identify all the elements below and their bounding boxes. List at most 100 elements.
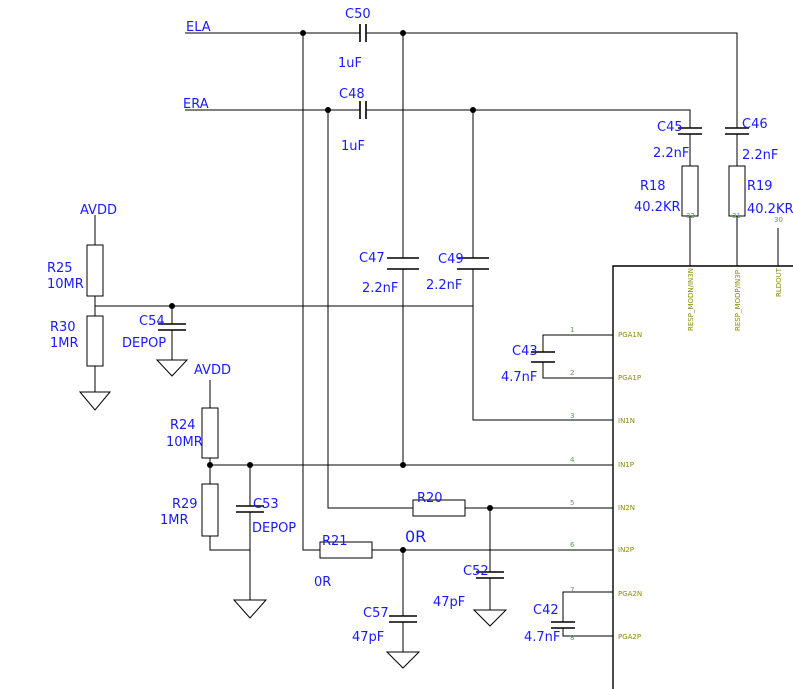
pin-name: IN2N [618, 504, 635, 512]
ref-c42: C42 [533, 603, 559, 618]
ref-r25: R25 [47, 261, 73, 276]
ground-icon [232, 599, 268, 619]
wires [94, 32, 779, 652]
capacitors [158, 24, 749, 629]
component-labels: C50 1uF C48 1uF C45 2.2nF C46 2.2nF R18 … [47, 7, 793, 645]
wire-c49 [472, 110, 613, 421]
capacitor-c50 [359, 24, 367, 42]
pin-name: RLDOUT [775, 267, 783, 297]
ic-u1 [612, 265, 793, 689]
junction-dot [400, 462, 406, 468]
resistor-r18 [681, 165, 699, 217]
pin-name: RESP_MODP/IN3P [734, 270, 742, 331]
pin-name: PGA1P [618, 374, 641, 382]
ground-icon [155, 359, 189, 377]
value-r19: 40.2KR [747, 202, 793, 217]
ground-icon [78, 391, 112, 411]
ref-c50: C50 [345, 7, 371, 22]
ref-r18: R18 [640, 179, 666, 194]
value-c53: DEPOP [252, 521, 296, 536]
value-r29: 1MR [160, 513, 189, 528]
capacitor-c53 [236, 505, 264, 513]
resistor-r20 [412, 499, 466, 517]
junction-dot [207, 462, 213, 468]
pin-number: 7 [570, 586, 574, 594]
value-c50: 1uF [338, 56, 362, 71]
net-labels: ELA ERA AVDD AVDD [80, 20, 231, 378]
ref-c46: C46 [742, 117, 768, 132]
capacitor-c47 [387, 257, 419, 270]
junction-dot [470, 107, 476, 113]
ground-icon [472, 609, 508, 627]
pin-number: 8 [570, 634, 574, 642]
value-c46: 2.2nF [742, 148, 778, 163]
wire-c43 [542, 334, 613, 379]
capacitor-c52 [476, 571, 504, 579]
value-c47: 2.2nF [362, 281, 398, 296]
value-r18: 40.2KR [634, 200, 681, 215]
value-c52: 47pF [433, 595, 465, 610]
ref-r20: R20 [417, 491, 443, 506]
value-c45: 2.2nF [653, 146, 689, 161]
pin-name: RESP_MODN/IN3N [687, 268, 695, 331]
ref-c52: C52 [463, 564, 489, 579]
resistor-r25 [86, 244, 104, 297]
pin-name: IN2P [618, 546, 634, 554]
net-label-ela: ELA [186, 20, 211, 35]
resistor-r21 [319, 541, 373, 559]
net-label-avdd-mid: AVDD [194, 363, 231, 378]
ref-r21: R21 [322, 534, 348, 549]
ref-c45: C45 [657, 120, 683, 135]
resistor-r30 [86, 315, 104, 367]
capacitor-c48 [359, 101, 367, 119]
capacitor-c43 [531, 351, 555, 363]
ic-left-pins: 1 PGA1N 2 PGA1P 3 IN1N 4 IN1P 5 IN2N 6 I… [570, 326, 642, 642]
value-r20: 0R [405, 527, 426, 546]
ref-c43: C43 [512, 344, 538, 359]
value-r24: 10MR [166, 435, 203, 450]
ref-r19: R19 [747, 179, 773, 194]
wire-ela [185, 32, 738, 128]
ref-c53: C53 [253, 497, 279, 512]
pin-number: 31 [732, 212, 741, 220]
junction-dot [487, 505, 493, 511]
value-c57: 47pF [352, 630, 384, 645]
junction-dot [247, 462, 253, 468]
pin-name: PGA1N [618, 331, 642, 339]
resistors [86, 165, 746, 559]
pin-number: 32 [686, 212, 695, 220]
junction-dot [300, 30, 306, 36]
ref-c47: C47 [359, 251, 385, 266]
pin-number: 6 [570, 541, 575, 549]
ref-r29: R29 [172, 497, 198, 512]
pin-number: 5 [570, 499, 574, 507]
pin-number: 3 [570, 412, 574, 420]
net-label-avdd-top: AVDD [80, 203, 117, 218]
ref-c54: C54 [139, 314, 165, 329]
capacitor-c49 [457, 257, 489, 270]
capacitor-c57 [389, 615, 417, 623]
pin-name: IN1P [618, 461, 634, 469]
value-r25: 10MR [47, 277, 84, 292]
wire-era-down [327, 110, 413, 509]
ref-c48: C48 [339, 87, 365, 102]
wire-ela-down [302, 33, 320, 551]
junction-dot [169, 303, 175, 309]
junctions [169, 30, 493, 553]
grounds [78, 359, 508, 669]
capacitor-c42 [551, 621, 575, 629]
capacitor-c46 [725, 127, 749, 135]
pin-number: 30 [774, 216, 783, 224]
wire-c42 [562, 591, 613, 637]
junction-dot [400, 30, 406, 36]
pin-name: PGA2P [618, 633, 641, 641]
ref-r30: R30 [50, 320, 76, 335]
value-c54: DEPOP [122, 336, 166, 351]
ref-r24: R24 [170, 418, 196, 433]
net-label-era: ERA [183, 97, 209, 112]
pin-name: PGA2N [618, 590, 642, 598]
value-r30: 1MR [50, 336, 79, 351]
capacitor-c54 [158, 323, 186, 331]
wire-era [185, 109, 691, 128]
